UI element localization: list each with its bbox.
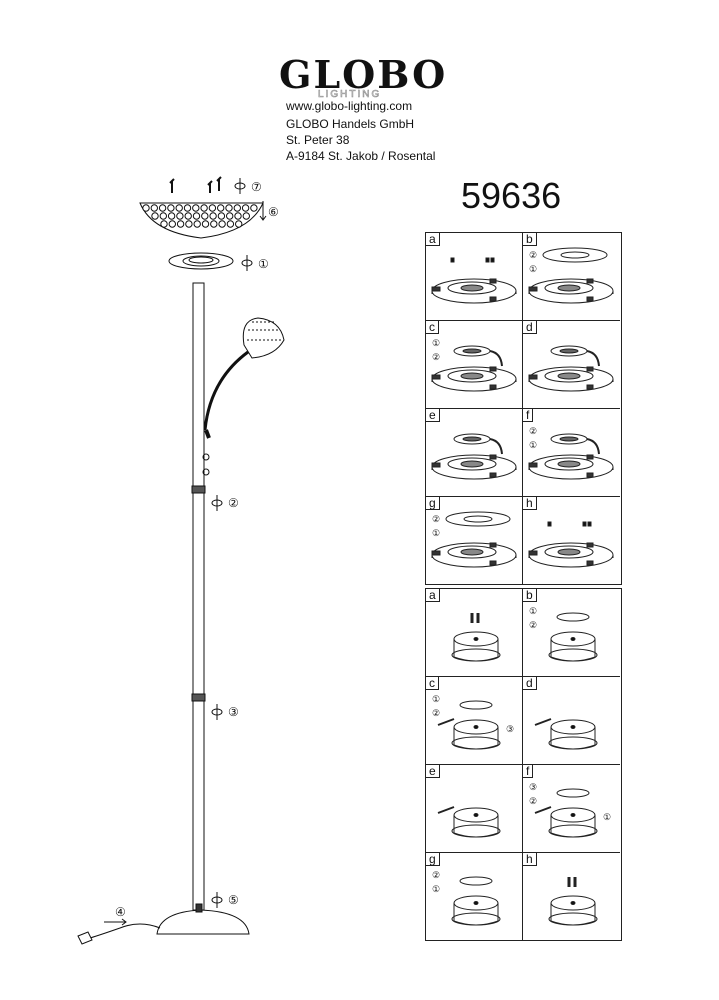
step-6-marker: ⑥ [268,205,279,219]
assembly-step-panel: g ② ① [426,497,523,585]
panel-label: e [426,765,440,778]
website: www.globo-lighting.com [286,99,413,113]
step-7-marker: ⑦ [251,180,262,194]
step-marker: ① [529,264,538,274]
step-4-marker: ④ [115,905,126,919]
canopy-diagram [431,511,517,568]
canopy-diagram [431,257,517,304]
base-diagram [534,788,598,838]
step-marker: ② [529,620,538,630]
step-marker: ① [529,606,538,616]
step-marker: ① [432,338,441,348]
logo-subtitle: LIGHTING [318,89,382,100]
step-marker: ② [432,352,441,362]
floor-lamp-diagram [77,176,285,945]
step-marker: ① [432,528,441,538]
assembly-step-panel: a [426,589,523,677]
assembly-step-panel: f ③ ② ① [523,765,620,853]
street-address: St. Peter 38 [286,133,350,147]
step-marker: ① [432,694,441,704]
step-marker: ② [529,426,538,436]
panel-label: f [523,765,534,778]
city-address: A-9184 St. Jakob / Rosental [286,149,436,163]
step-marker: ② [432,514,441,524]
canopy-diagram [431,345,517,392]
panel-label: f [523,409,534,422]
assembly-step-panel: b ② ① [523,233,620,321]
panel-label: d [523,321,537,334]
panel-label: c [426,321,439,334]
base-diagram [548,877,598,926]
canopy-diagram [431,433,517,480]
step-marker: ② [432,708,441,718]
step-marker: ② [529,796,538,806]
canopy-diagram [528,433,614,480]
panel-label: g [426,497,440,510]
assembly-step-panel: e [426,765,523,853]
company-name: GLOBO Handels GmbH [286,117,415,131]
step-2-marker: ② [228,496,239,510]
step-marker: ① [432,884,441,894]
base-diagram [437,700,501,750]
base-diagram [437,806,501,838]
step-marker: ① [603,812,612,822]
panel-label: b [523,233,537,246]
assembly-step-panel: h [523,497,620,585]
base-diagram [548,612,598,662]
panel-label: h [523,853,537,866]
assembly-step-panel: a [426,233,523,321]
panel-label: g [426,853,440,866]
step-1-marker: ① [258,257,269,271]
step-3-marker: ③ [228,705,239,719]
panel-label: a [426,589,440,602]
assembly-step-panel: d [523,321,620,409]
panel-label: a [426,233,440,246]
assembly-step-panel: h [523,853,620,941]
base-diagram [534,718,598,750]
step-marker: ③ [506,724,515,734]
base-diagram [451,613,501,662]
assembly-step-panel: g ② ① [426,853,523,941]
assembly-step-panel: c ① ② [426,321,523,409]
canopy-diagram [528,247,614,304]
assembly-step-panel: d [523,677,620,765]
base-diagram [451,876,501,926]
assembly-step-panel: b ① ② [523,589,620,677]
step-marker: ③ [529,782,538,792]
assembly-step-panel: c ① ② ③ [426,677,523,765]
canopy-diagram [528,521,614,568]
assembly-grid-bottom: a b ① ② c ① ② ③ d e f ③ ② ① g ② ① h [425,588,622,941]
panel-label: b [523,589,537,602]
assembly-step-panel: e [426,409,523,497]
step-marker: ② [432,870,441,880]
model-number: 59636 [461,175,562,216]
panel-label: d [523,677,537,690]
assembly-step-panel: f ② ① [523,409,620,497]
panel-label: c [426,677,439,690]
panel-label: h [523,497,537,510]
globo-logo: GLOBO [279,52,448,97]
step-marker: ② [529,250,538,260]
step-marker: ① [529,440,538,450]
panel-label: e [426,409,440,422]
canopy-diagram [528,345,614,392]
assembly-grid-top: a b ② ① c ① ② d e f ② ① g ② ① h [425,232,622,585]
step-5-marker: ⑤ [228,893,239,907]
